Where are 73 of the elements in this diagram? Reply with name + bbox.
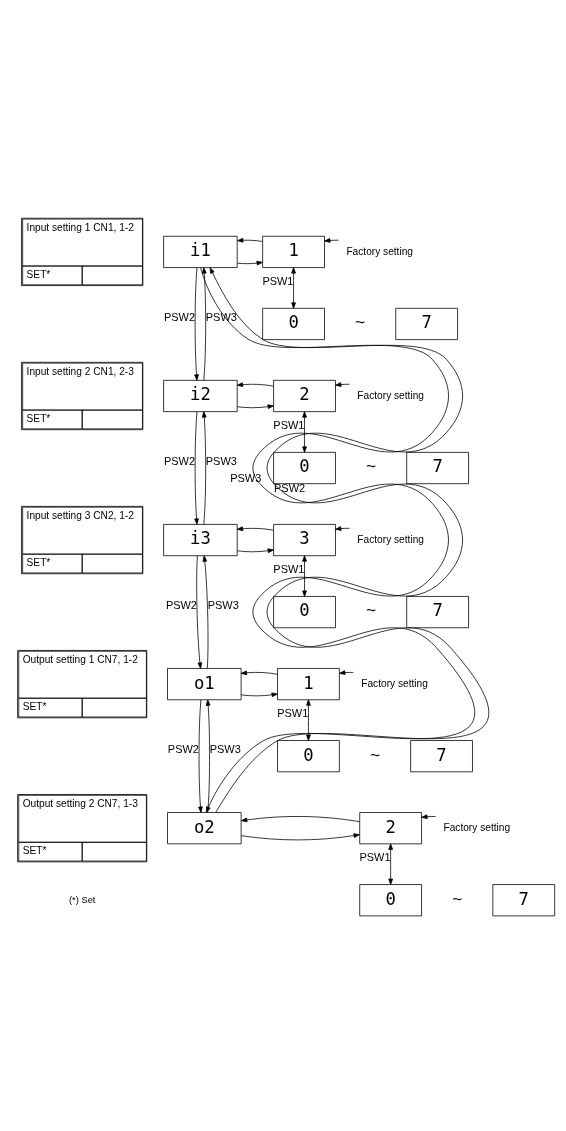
node-box: 1: [262, 235, 325, 268]
node-box: 2: [359, 812, 422, 845]
arrow: [201, 411, 207, 525]
arrow: [236, 404, 274, 409]
node-box: 0: [277, 740, 340, 773]
edge-label: PSW2: [165, 599, 197, 612]
node-box: o1: [167, 668, 242, 701]
arrow: [201, 267, 207, 381]
edge-label: PSW1: [277, 706, 309, 719]
arrow: [194, 411, 199, 525]
arrow: [291, 267, 296, 309]
edge-label: PSW3: [205, 454, 237, 467]
edge-label: PSW2: [163, 455, 195, 468]
node-box: 7: [410, 740, 473, 773]
edge-label: PSW1: [359, 851, 391, 864]
arrow: [241, 816, 360, 823]
edge-label: PSW3: [209, 742, 241, 755]
arrow: [236, 382, 274, 387]
edge-label: PSW1: [273, 418, 305, 431]
arrow: [237, 238, 263, 243]
node-text: Factory setting: [357, 533, 424, 545]
edge-label: PSW2: [274, 482, 306, 495]
edge-label: PSW1: [262, 274, 294, 287]
arrow: [240, 692, 278, 698]
node-box: 0: [262, 307, 325, 340]
label: ~: [366, 600, 377, 621]
arrow: [202, 555, 209, 669]
arrow: [194, 267, 199, 381]
edge-label: PSW3: [230, 472, 262, 485]
arrow: [237, 260, 263, 266]
node-box: 0: [273, 596, 336, 629]
label: ~: [366, 456, 377, 477]
arrow: [302, 555, 307, 597]
arrow: [339, 670, 354, 675]
node-box: 0: [273, 451, 336, 485]
edge-label: PSW1: [273, 562, 305, 575]
label: ~: [452, 888, 463, 909]
node-text: Factory setting: [361, 677, 428, 689]
arrow: [421, 814, 436, 819]
arrow: [388, 843, 393, 885]
node-box: 7: [395, 307, 458, 340]
arrow: [240, 670, 278, 676]
node-box: i3: [163, 524, 238, 557]
label: ~: [369, 744, 381, 765]
arrow: [302, 411, 307, 453]
arrow: [335, 526, 350, 531]
node-box: 7: [406, 596, 469, 629]
label: (*) Set: [68, 893, 96, 905]
arrow: [335, 382, 350, 387]
edge-label: PSW3: [207, 598, 239, 611]
label: ~: [355, 312, 366, 333]
node-text: Factory setting: [346, 245, 413, 257]
arrow: [241, 833, 360, 841]
node-box: 7: [492, 884, 556, 917]
node-box: o2: [167, 812, 242, 845]
node-box: i1: [163, 235, 238, 268]
node-box: i2: [163, 379, 238, 413]
node-box: 1: [277, 668, 340, 701]
arrow: [236, 526, 274, 532]
arrow: [236, 548, 274, 553]
edge-label: PSW3: [205, 310, 237, 323]
arrow: [196, 555, 203, 669]
arrow: [198, 699, 203, 813]
node-text: Factory setting: [443, 821, 511, 833]
edge-label: PSW2: [167, 743, 199, 756]
node-box: 7: [406, 451, 469, 485]
arrow: [324, 238, 339, 243]
node-box: 0: [359, 884, 422, 917]
node-box: 3: [273, 524, 336, 557]
edge-label: PSW2: [163, 311, 195, 324]
arrow: [306, 699, 311, 741]
node-text: Factory setting: [357, 389, 424, 401]
node-box: 2: [273, 379, 336, 413]
